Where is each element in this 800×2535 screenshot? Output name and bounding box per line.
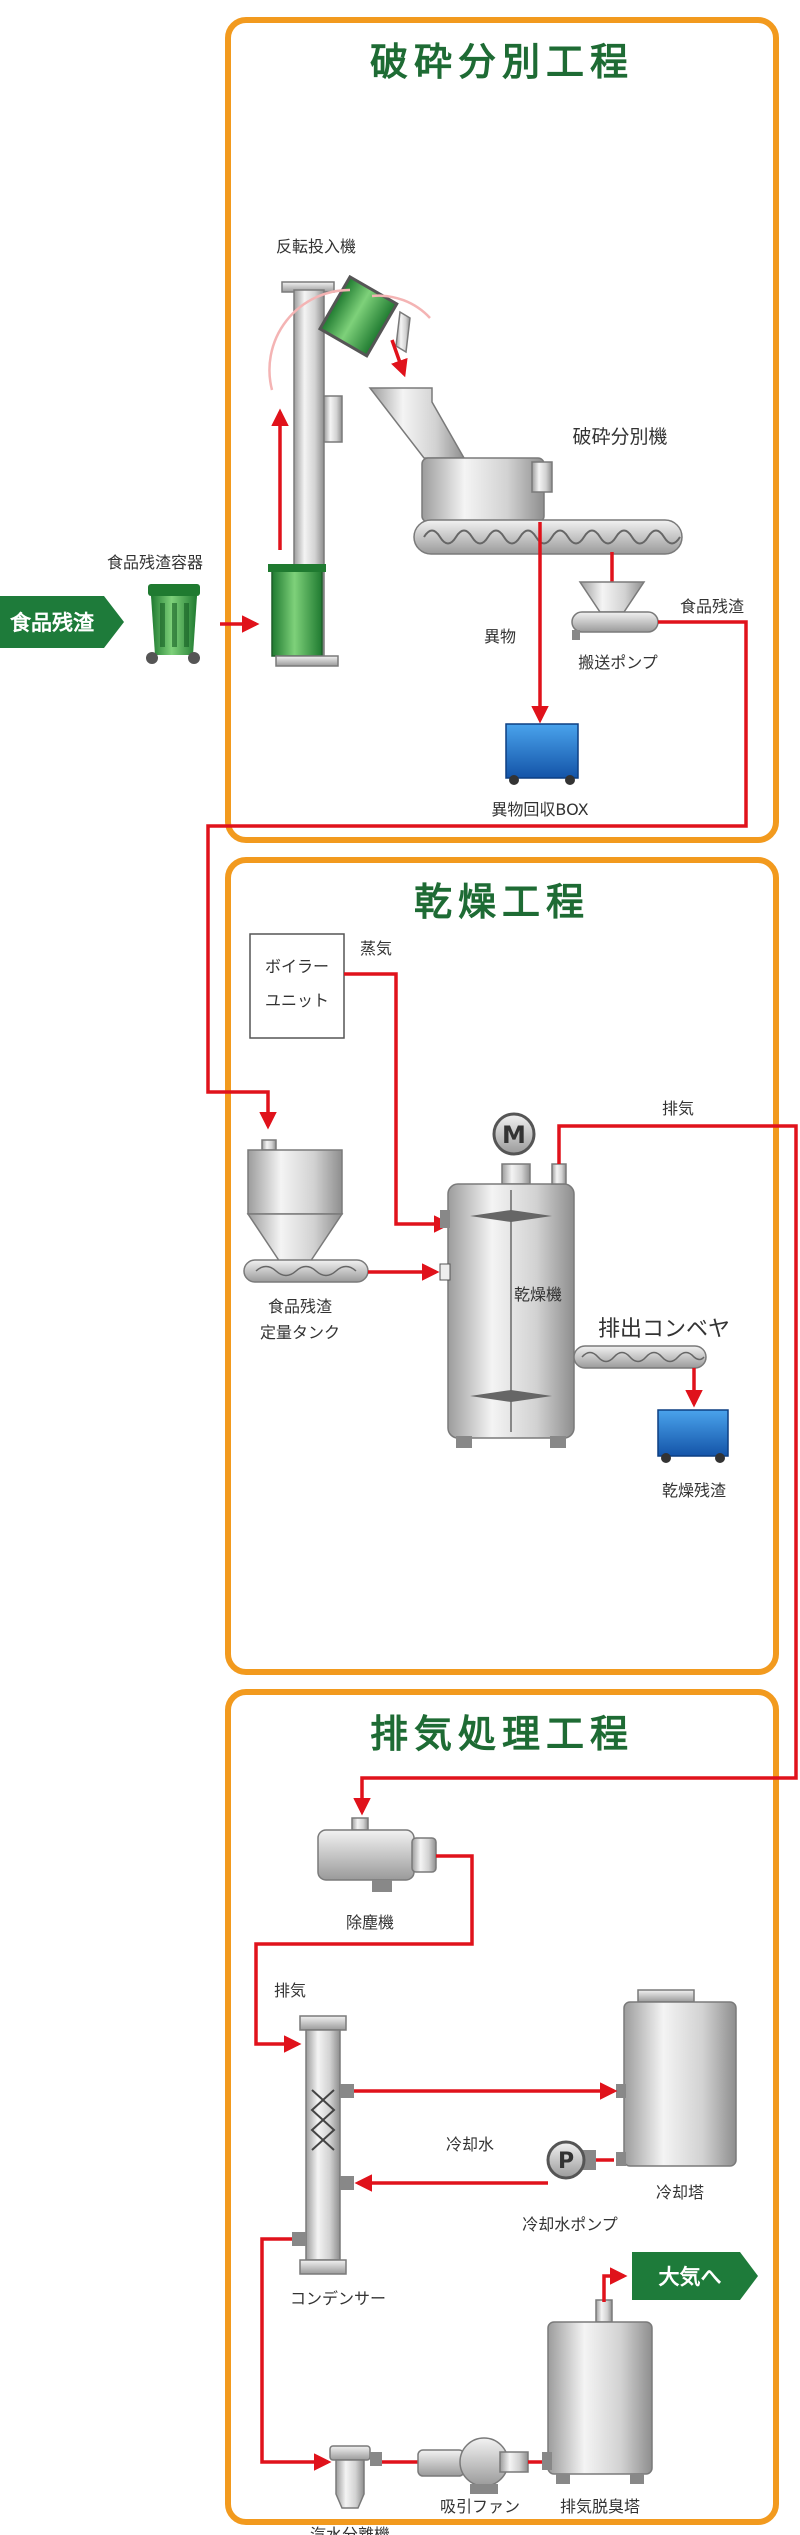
discharge-conveyor-label: 排出コンベヤ (598, 1317, 730, 1342)
condenser-label: コンデンサー (290, 2289, 386, 2308)
tank-label-2: 定量タンク (260, 1323, 340, 1342)
dryer-exhaust-pipe (353, 1124, 798, 1816)
rotation-arc (268, 288, 351, 391)
atmosphere-tag-label: 大気へ (659, 2265, 722, 2289)
tank-label-1: 食品残渣 (268, 1297, 332, 1316)
deodorizer-label: 排気脱臭塔 (560, 2497, 640, 2516)
exhaust2-label: 排気 (274, 1981, 306, 2000)
dried-residue-label: 乾燥残渣 (662, 1481, 726, 1500)
dryer-label: 乾燥機 (514, 1285, 562, 1304)
cooling-tower-label: 冷却塔 (656, 2183, 704, 2202)
suction-fan-label: 吸引ファン (440, 2497, 520, 2516)
transfer-pump-machine (571, 581, 659, 640)
foreign-box-label: 異物回収BOX (491, 800, 588, 819)
section-title-crushing: 破砕分別工程 (370, 40, 634, 84)
transfer-pump-label: 搬送ポンプ (578, 653, 658, 672)
dryer-machine (439, 1163, 575, 1448)
reversing-loader-label: 反転投入機 (276, 237, 356, 256)
boiler-label-1: ボイラー (265, 957, 329, 976)
green-bin-icon (146, 584, 200, 664)
foreign-box-icon (505, 723, 579, 785)
section-title-exhaust: 排気処理工程 (370, 1712, 634, 1756)
cooling-pump-icon: P (546, 2140, 596, 2180)
boiler-label-2: ユニット (265, 991, 329, 1010)
section-frame-drying (225, 857, 779, 1675)
section-frame-crushing (225, 17, 779, 843)
dryer-exhaust-label: 排気 (662, 1099, 694, 1118)
dust-collector-machine (317, 1817, 437, 1892)
rotation-arc (371, 294, 431, 319)
steam-pipe (344, 972, 452, 1233)
residue-transfer-pipe (206, 620, 748, 1130)
boiler-unit-box (249, 933, 345, 1039)
separator-machine (329, 2445, 382, 2509)
food-residue-label: 食品残渣 (680, 597, 744, 616)
motor-icon: M (492, 1112, 536, 1156)
deodorizer-machine (542, 2299, 653, 2484)
crusher-label: 破砕分別機 (572, 426, 667, 448)
section-frame-exhaust (225, 1689, 779, 2525)
cooling-tower-machine (616, 1989, 737, 2167)
condenser-to-separator-pipe (260, 2237, 332, 2471)
foreign-matter-label: 異物 (484, 627, 516, 646)
steam-label: 蒸気 (360, 939, 392, 958)
motor-symbol: M (502, 1121, 526, 1149)
dust-collector-label: 除塵機 (346, 1913, 394, 1932)
pump-symbol: P (558, 2149, 574, 2174)
section-title-drying: 乾燥工程 (414, 880, 590, 924)
input-tag-label: 食品残渣 (10, 611, 95, 635)
input-tag: 食品残渣 (0, 596, 124, 648)
container-label: 食品残渣容器 (107, 553, 203, 572)
cooling-pump-label: 冷却水ポンプ (522, 2215, 618, 2234)
reversing-loader-machine (268, 274, 411, 667)
dust-to-condenser-pipe (254, 1854, 474, 2053)
residue-tank-machine (243, 1139, 369, 1283)
deodorizer-outlet-pipe (602, 2267, 628, 2302)
crusher-machine (368, 387, 683, 555)
condenser-machine (292, 2015, 354, 2275)
suction-fan-machine (417, 2437, 529, 2494)
drop-arrow (390, 339, 408, 378)
cooling-water-label: 冷却水 (446, 2135, 494, 2154)
discharge-conveyor-machine (573, 1345, 707, 1369)
atmosphere-tag: 大気へ (632, 2252, 758, 2300)
separator-label: 汽水分離機 (310, 2525, 390, 2535)
dried-residue-box-icon (657, 1409, 729, 1463)
